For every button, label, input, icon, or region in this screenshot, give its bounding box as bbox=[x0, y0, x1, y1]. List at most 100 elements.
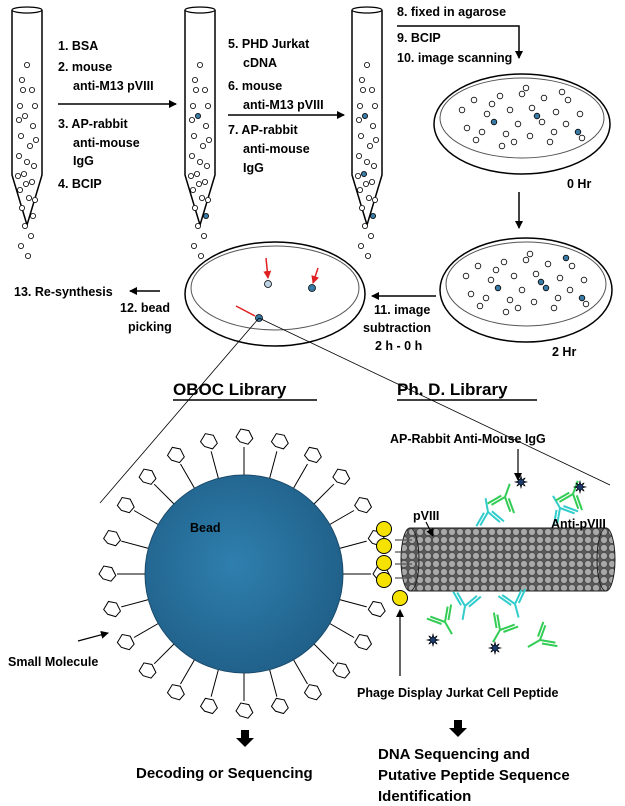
anti-pviii-antibody-shape bbox=[552, 495, 579, 526]
bead bbox=[358, 204, 365, 211]
anti-pviii-antibody-shape bbox=[475, 498, 505, 527]
bead bbox=[458, 106, 466, 114]
bead bbox=[506, 296, 514, 304]
small-molecule-linker bbox=[269, 669, 278, 697]
bead bbox=[189, 103, 196, 110]
small-molecule bbox=[270, 433, 289, 450]
bead bbox=[189, 186, 196, 193]
bead bbox=[502, 130, 510, 138]
dish-2-hr-label: 2 Hr bbox=[552, 345, 576, 359]
step-12-line-1: 12. bead bbox=[120, 301, 170, 315]
bead bbox=[510, 272, 518, 280]
ap-secondary-antibody bbox=[527, 621, 558, 648]
ap-secondary-antibody-shape bbox=[527, 621, 558, 648]
bead bbox=[187, 172, 194, 179]
antibody-complexes bbox=[425, 474, 588, 656]
bead bbox=[470, 96, 478, 104]
bead bbox=[17, 242, 24, 249]
dish-2-hr bbox=[439, 237, 613, 343]
oboc-bead bbox=[144, 474, 344, 674]
displayed-peptide bbox=[376, 555, 392, 571]
bead bbox=[195, 180, 202, 187]
bead bbox=[32, 196, 39, 203]
step-3: 3. AP-rabbit bbox=[58, 117, 129, 131]
anti-pviii-antibody bbox=[452, 591, 482, 620]
bead bbox=[552, 108, 560, 116]
small-molecule-linker bbox=[210, 451, 219, 479]
bead bbox=[28, 87, 35, 94]
bead bbox=[188, 152, 195, 159]
bead bbox=[482, 294, 490, 302]
bead bbox=[16, 103, 23, 110]
zoom-line-left bbox=[99, 317, 260, 504]
picked-bead-2 bbox=[308, 284, 316, 292]
bead bbox=[476, 302, 484, 310]
small-molecule-linker bbox=[339, 540, 367, 549]
step-11-line-2: subtraction bbox=[363, 321, 431, 335]
bead bbox=[582, 300, 590, 308]
small-molecule-linker bbox=[329, 623, 355, 638]
bead bbox=[202, 123, 209, 130]
down-arrow-dna bbox=[449, 720, 467, 737]
small-molecule bbox=[354, 496, 373, 514]
small-molecule bbox=[199, 697, 218, 715]
anti-pviii-antibody-shape bbox=[452, 591, 482, 620]
bead bbox=[355, 152, 362, 159]
bead bbox=[14, 172, 21, 179]
bead-positive bbox=[542, 284, 550, 292]
arrow-to-dish-0h bbox=[397, 25, 523, 59]
step-7-cont: anti-mouse bbox=[243, 142, 310, 156]
small-molecule-label: Small Molecule bbox=[8, 655, 98, 669]
bead bbox=[367, 232, 374, 239]
picked-bead-1 bbox=[264, 280, 272, 288]
bead bbox=[514, 304, 522, 312]
bead bbox=[30, 162, 37, 169]
bead bbox=[355, 117, 362, 124]
bead-positive bbox=[202, 212, 209, 219]
bead bbox=[371, 103, 378, 110]
bead bbox=[368, 87, 375, 94]
bead bbox=[188, 117, 195, 124]
bead bbox=[558, 88, 566, 96]
small-molecule-linker bbox=[153, 483, 175, 505]
step-11-line-3: 2 h - 0 h bbox=[375, 339, 422, 353]
bead bbox=[483, 110, 491, 118]
ap-antibody-label: AP-Rabbit Anti-Mouse IgG bbox=[390, 432, 546, 446]
displayed-peptide bbox=[376, 521, 392, 537]
bead bbox=[372, 136, 379, 143]
bead bbox=[29, 123, 36, 130]
bead bbox=[368, 178, 375, 185]
small-molecule bbox=[270, 697, 289, 715]
bead bbox=[526, 250, 534, 258]
bead bbox=[518, 90, 526, 98]
bead bbox=[15, 152, 22, 159]
bead bbox=[28, 178, 35, 185]
small-molecule-arrow bbox=[77, 630, 109, 642]
bead bbox=[190, 242, 197, 249]
bead bbox=[365, 194, 372, 201]
bead bbox=[205, 136, 212, 143]
bead bbox=[472, 136, 480, 144]
anti-pviii-label: Anti-pVIII bbox=[551, 517, 606, 531]
bead-positive bbox=[490, 118, 498, 126]
small-molecule-linker bbox=[313, 483, 335, 505]
bead bbox=[498, 142, 506, 150]
bead bbox=[578, 134, 586, 142]
step-6: 6. mouse bbox=[228, 79, 282, 93]
bead bbox=[17, 132, 24, 139]
small-molecule bbox=[303, 684, 322, 701]
ap-secondary-antibody-shape bbox=[426, 604, 453, 635]
bead bbox=[562, 120, 570, 128]
small-molecule bbox=[103, 529, 122, 547]
bead bbox=[356, 103, 363, 110]
bead bbox=[191, 204, 198, 211]
small-molecule bbox=[166, 446, 185, 464]
bead bbox=[366, 142, 373, 149]
step-10: 10. image scanning bbox=[397, 51, 512, 65]
step-12-line-2: picking bbox=[128, 320, 172, 334]
bead bbox=[487, 276, 495, 284]
small-molecule-linker bbox=[269, 451, 278, 479]
bead bbox=[19, 87, 26, 94]
bead bbox=[27, 232, 34, 239]
dish-0-hr-beads bbox=[458, 84, 586, 150]
